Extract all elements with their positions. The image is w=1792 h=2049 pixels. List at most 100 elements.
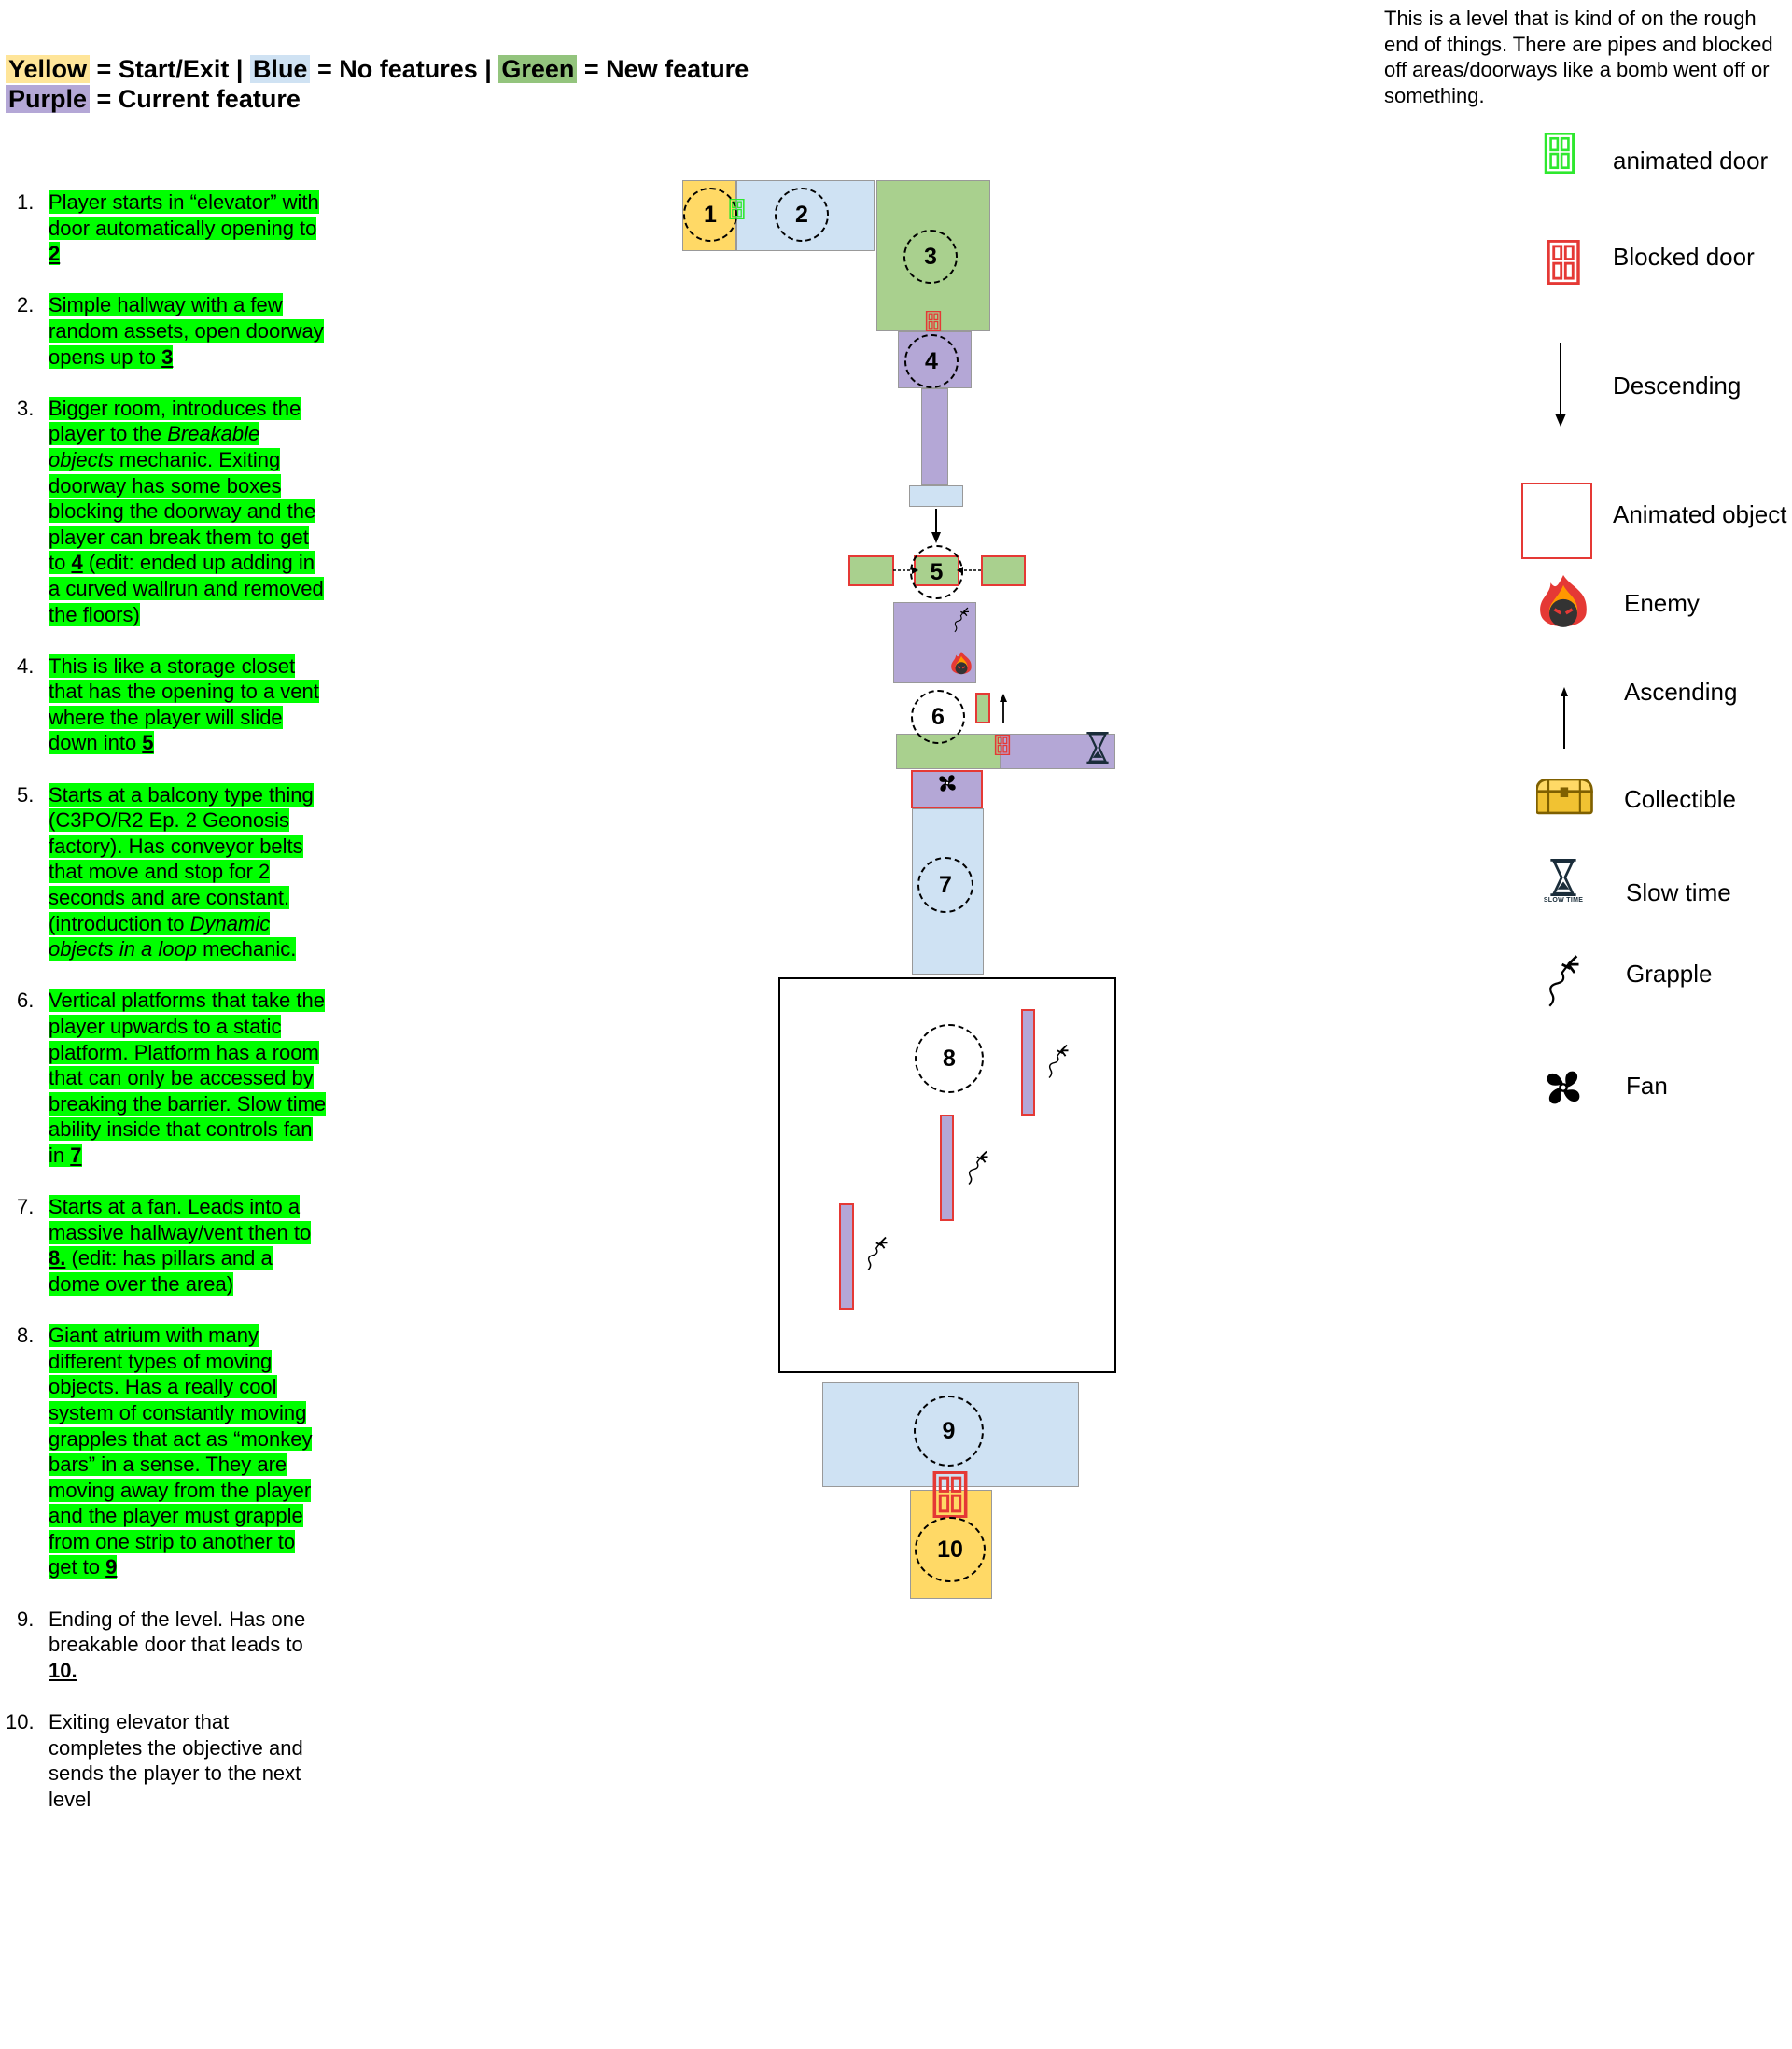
step-number: 2.: [17, 293, 35, 317]
room-number-6: 6: [911, 690, 965, 744]
animated-object-icon: [1521, 483, 1592, 559]
legend-label-fan: Fan: [1626, 1072, 1668, 1100]
step-text-part: Vertical platforms that take the player …: [49, 989, 327, 1167]
step-number: 6.: [17, 989, 35, 1013]
step-number: 10.: [6, 1710, 35, 1734]
vertical-platform: [975, 693, 990, 723]
blocked-door-icon: [932, 1471, 968, 1518]
step-number: 7.: [17, 1195, 35, 1219]
grapple-strip-1: [1021, 1009, 1035, 1116]
step-text: Starts at a balcony type thing (C3PO/R2 …: [49, 782, 314, 961]
descending-arrow-icon: [1555, 343, 1566, 427]
step-item: 1.Player starts in “elevator” with door …: [6, 189, 328, 267]
step-text: This is like a storage closet that has t…: [49, 653, 319, 755]
slow-time-icon: SLOW TIME: [1538, 857, 1589, 907]
slow-time-icon: [1086, 732, 1109, 764]
step-number: 5.: [17, 782, 35, 807]
key-green-word: Green: [498, 55, 578, 83]
blocked-door-icon: [925, 311, 942, 331]
conveyor-left: [848, 555, 894, 586]
collectible-icon: [1536, 779, 1593, 815]
blocked-door-icon: [1547, 240, 1580, 285]
conveyor-right: [981, 555, 1026, 586]
static-platform: [896, 734, 1001, 769]
step-item: 9. Ending of the level. Has one breakable…: [6, 1607, 328, 1684]
grapple-icon: [1048, 1044, 1070, 1079]
step-text: Exiting elevator that completes the obje…: [49, 1710, 303, 1811]
legend-label-ascending: Ascending: [1624, 678, 1738, 706]
step-room-reference: 2: [49, 242, 61, 266]
step-item: 6. Vertical platforms that take the playe…: [6, 988, 328, 1168]
fan-icon: [939, 775, 956, 792]
grapple-icon: [954, 607, 970, 633]
step-item: 8. Giant atrium with many different types…: [6, 1323, 328, 1580]
step-item: 2. Simple hallway with a few random asset…: [6, 292, 328, 370]
color-key: Yellow = Start/Exit | Blue = No features…: [6, 54, 749, 114]
step-text: Giant atrium with many different types o…: [49, 1324, 313, 1579]
step-text: Ending of the level. Has one breakable d…: [49, 1607, 305, 1682]
step-item: 4. This is like a storage closet that has…: [6, 653, 328, 756]
step-text-part: Player starts in “elevator” with door au…: [49, 190, 319, 240]
legend-label-collectible: Collectible: [1624, 785, 1736, 813]
legend-label-slow-time: Slow time: [1626, 878, 1731, 906]
step-text-part: Bigger room, introduces the player to th…: [49, 396, 301, 446]
step-text: Simple hallway with a few random assets,…: [49, 293, 324, 369]
room-number-5: 5: [910, 545, 963, 599]
step-item: 5. Starts at a balcony type thing (C3PO/R…: [6, 782, 328, 962]
step-text: Player starts in “elevator” with door au…: [49, 190, 319, 266]
vent-shaft: [921, 388, 948, 485]
room-number-4: 4: [904, 334, 959, 388]
key-purple-text: = Current feature: [90, 85, 301, 113]
step-item: 7. Starts at a fan. Leads into a massive …: [6, 1194, 328, 1297]
fan-icon: [1547, 1071, 1580, 1104]
legend-label-animated-object: Animated object: [1613, 500, 1787, 528]
color-key-line-1: Yellow = Start/Exit | Blue = No features…: [6, 54, 749, 84]
step-text-part: This is like a storage closet that has t…: [49, 653, 319, 755]
level-note: This is a level that is kind of on the r…: [1384, 7, 1773, 107]
room-number-2: 2: [775, 188, 829, 242]
legend-label-animated-door: animated door: [1613, 147, 1769, 175]
step-number: 8.: [17, 1324, 35, 1348]
enemy-icon: [950, 652, 973, 675]
ascending-arrow-icon: [1561, 687, 1568, 749]
vent-exit: [909, 485, 963, 507]
step-number: 3.: [17, 396, 35, 420]
step-room-reference: 4: [71, 551, 83, 575]
legend-label-blocked-door: Blocked door: [1613, 243, 1755, 271]
grapple-icon: [1547, 954, 1580, 1008]
step-mechanic-name: Dynamic objects in a loop: [49, 911, 271, 961]
key-blue-word: Blue: [249, 55, 311, 83]
step-text: Vertical platforms that take the player …: [49, 989, 327, 1167]
step-list: 1.Player starts in “elevator” with door …: [6, 189, 328, 1838]
key-purple-word: Purple: [6, 85, 91, 113]
blocked-door-icon: [994, 735, 1011, 755]
room-number-8: 8: [915, 1024, 984, 1093]
room-number-1: 1: [683, 188, 737, 242]
step-text-part: Starts at a fan. Leads into a massive ha…: [49, 1195, 312, 1244]
step-mechanic-name: Breakable objects: [49, 422, 260, 471]
color-key-line-2: Purple = Current feature: [6, 84, 749, 114]
step-text-part: mechanic.: [197, 937, 297, 961]
grapple-icon: [867, 1236, 889, 1271]
legend-label-descending: Descending: [1613, 372, 1742, 400]
slow-time-badge: SLOW TIME: [1543, 897, 1584, 904]
ascending-arrow-icon: [1000, 694, 1007, 723]
step-room-reference: 8.: [49, 1246, 66, 1270]
step-number: 9.: [17, 1607, 35, 1631]
step-item: 3. Bigger room, introduces the player to …: [6, 396, 328, 627]
step-item: 10. Exiting elevator that completes the o…: [6, 1709, 328, 1812]
step-number: 4.: [17, 653, 35, 678]
room-number-9: 9: [914, 1396, 984, 1467]
key-yellow-word: Yellow: [6, 55, 91, 83]
room-number-10: 10: [915, 1517, 986, 1582]
animated-door-icon: [1544, 133, 1575, 174]
room-number-3: 3: [903, 230, 958, 284]
step-room-reference: 10.: [49, 1658, 77, 1682]
legend-label-enemy: Enemy: [1624, 589, 1700, 617]
grapple-strip-2: [940, 1115, 954, 1221]
descending-arrow-icon: [931, 509, 941, 543]
step-text-part: Starts at a balcony type thing (C3PO/R2 …: [49, 782, 314, 935]
step-room-reference: 3: [161, 344, 174, 369]
step-room-reference: 7: [70, 1143, 82, 1167]
key-green-text: = New feature: [577, 55, 749, 83]
